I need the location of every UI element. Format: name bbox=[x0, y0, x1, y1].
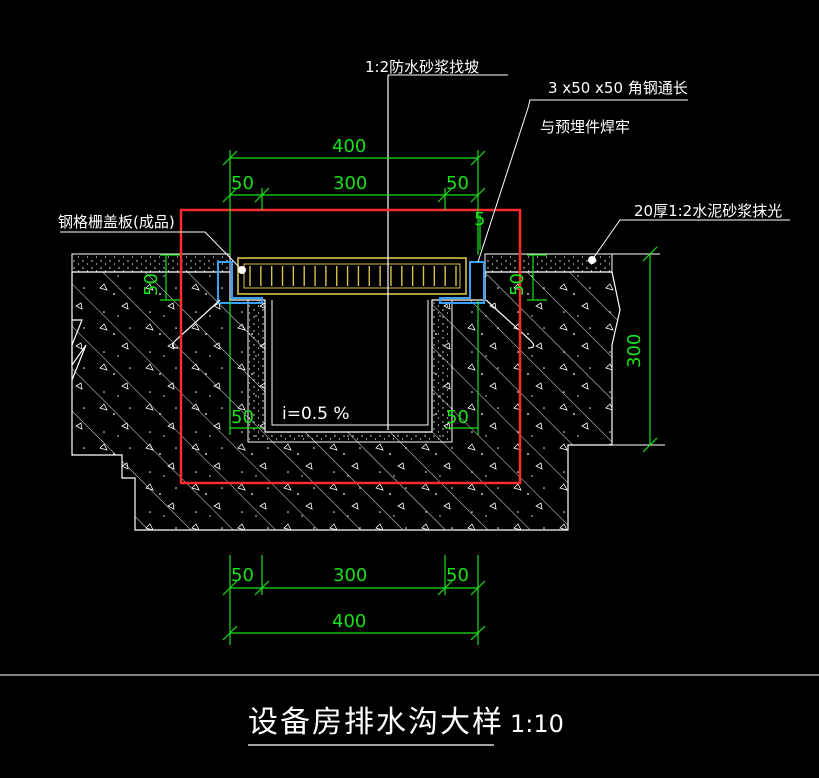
dim-wall-left: 50 bbox=[231, 407, 254, 428]
leader-lines bbox=[60, 74, 790, 271]
surface-layer bbox=[71, 253, 665, 446]
channel-lining bbox=[247, 299, 453, 443]
dim-side-left: 50 bbox=[141, 273, 162, 296]
note-weld: 与预埋件焊牢 bbox=[540, 118, 630, 136]
note-slope: i=0.5 % bbox=[282, 404, 350, 424]
dim-top-total: 400 bbox=[332, 136, 366, 157]
dim-wall-right: 50 bbox=[446, 407, 469, 428]
break-line bbox=[71, 319, 87, 381]
note-angle-steel: 3 x50 x50 角钢通长 bbox=[548, 79, 688, 97]
highlight-box bbox=[179, 208, 522, 485]
drawing-title: 设备房排水沟大样 bbox=[248, 705, 504, 740]
dim-height-right: 300 bbox=[624, 334, 645, 368]
dimension-lines bbox=[160, 150, 658, 645]
dim-small-top: 5 bbox=[474, 209, 485, 230]
note-grating-cover: 钢格栅盖板(成品) bbox=[58, 213, 175, 231]
drawing-scale: 1:10 bbox=[510, 710, 564, 738]
dim-top-mid: 300 bbox=[333, 173, 367, 194]
angle-steel bbox=[217, 261, 485, 304]
note-surface-finish: 20厚1:2水泥砂浆抹光 bbox=[634, 202, 782, 220]
dim-side-right: 50 bbox=[507, 273, 528, 296]
dim-top-right: 50 bbox=[446, 173, 469, 194]
dim-bottom-mid: 300 bbox=[333, 565, 367, 586]
note-slope-mortar: 1:2防水砂浆找坡 bbox=[365, 58, 479, 76]
grating-cover bbox=[237, 257, 467, 295]
structure-hatch bbox=[71, 271, 621, 531]
dim-top-left: 50 bbox=[231, 173, 254, 194]
dim-bottom-right: 50 bbox=[446, 565, 469, 586]
dim-bottom-total: 400 bbox=[332, 611, 366, 632]
dim-bottom-left: 50 bbox=[231, 565, 254, 586]
